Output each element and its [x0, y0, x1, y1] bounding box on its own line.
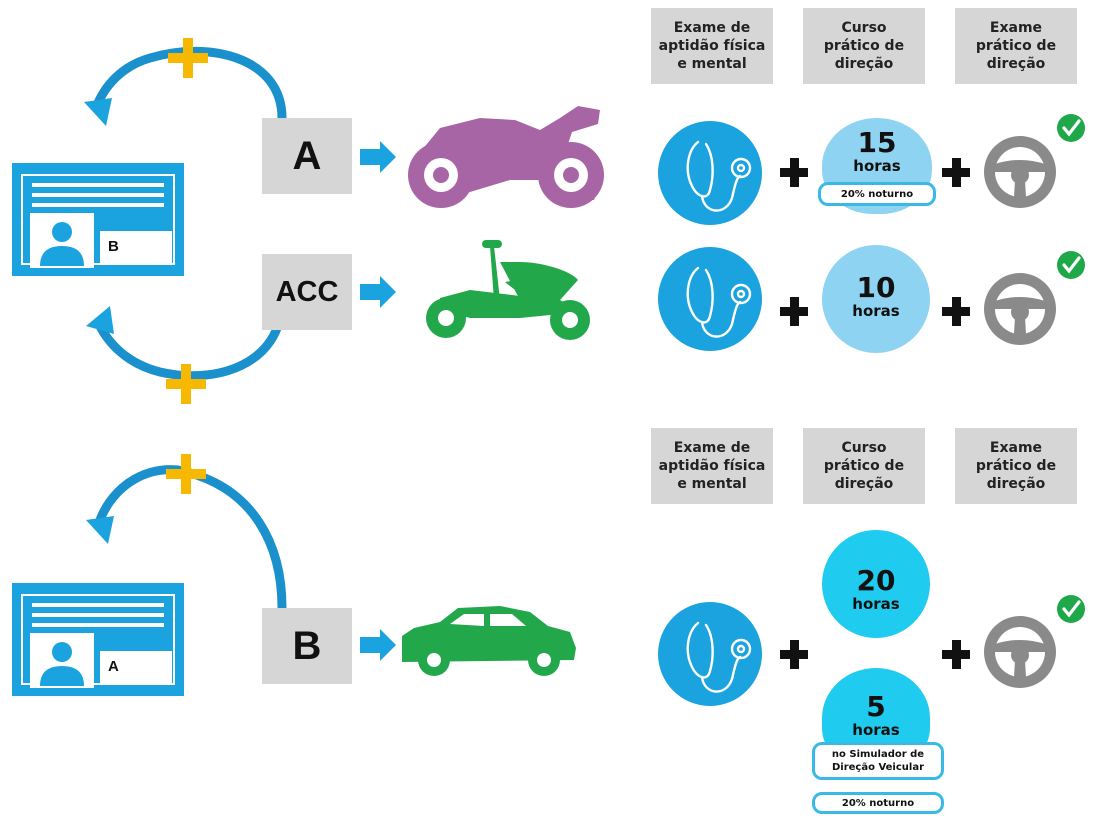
- category-box-acc: ACC: [262, 254, 352, 330]
- header-driving-test: Exame prático de direção: [955, 8, 1077, 84]
- hours-value: 10: [856, 271, 896, 304]
- hours-unit: horas: [852, 595, 900, 613]
- plus-icon-yellow: [166, 454, 206, 494]
- header-practical-course: Curso prático de direção: [803, 428, 925, 504]
- license-category-label: B: [108, 238, 119, 255]
- category-box-b: B: [262, 608, 352, 684]
- hours-value: 20: [856, 564, 896, 597]
- hours-circle-acc: 10 horas: [822, 245, 930, 353]
- arrow-right-icon: [360, 141, 396, 173]
- person-icon: [30, 213, 94, 268]
- header-practical-course: Curso prático de direção: [803, 8, 925, 84]
- stethoscope-icon: [686, 140, 752, 212]
- header-medical-exam: Exame de aptidão física e mental: [651, 8, 773, 84]
- medical-exam-b: [658, 602, 762, 706]
- scooter-icon: [426, 240, 590, 340]
- simulator-note-pill: no Simulador de Direção Veicular: [812, 742, 944, 780]
- arc-arrow-top-1: [84, 46, 287, 126]
- category-box-a: A: [262, 118, 352, 194]
- hours-value: 5: [866, 690, 886, 723]
- header-medical-exam: Exame de aptidão física e mental: [651, 428, 773, 504]
- steering-wheel-icon: [984, 616, 1056, 688]
- medical-exam-a: [658, 121, 762, 225]
- stethoscope-icon: [686, 266, 752, 338]
- hours-value: 15: [857, 126, 897, 159]
- check-icon: [1057, 251, 1085, 279]
- hours-unit: horas: [852, 302, 900, 320]
- stethoscope-icon: [686, 621, 752, 693]
- arrow-right-icon: [360, 276, 396, 308]
- medical-exam-acc: [658, 247, 762, 351]
- license-category-label: A: [108, 658, 119, 675]
- check-icon: [1057, 595, 1085, 623]
- steering-wheel-icon: [984, 136, 1056, 208]
- steering-wheel-icon: [984, 273, 1056, 345]
- hours-unit: horas: [853, 157, 901, 175]
- arc-arrow-top-2: [86, 299, 287, 381]
- person-icon: [30, 633, 94, 688]
- license-card-bottom: [12, 583, 184, 696]
- motorcycle-icon: [408, 106, 604, 208]
- night-note-pill: 20% noturno: [812, 792, 944, 814]
- plus-icon-yellow: [168, 38, 208, 78]
- header-driving-test: Exame prático de direção: [955, 428, 1077, 504]
- license-card-top: [12, 163, 184, 276]
- hours-unit: horas: [852, 721, 900, 739]
- check-icon: [1057, 114, 1085, 142]
- car-icon: [402, 606, 576, 676]
- night-note-pill: 20% noturno: [818, 182, 936, 206]
- hours-circle-b: 20 horas: [822, 530, 930, 638]
- plus-icon-yellow: [166, 364, 206, 404]
- plus-icon: [780, 158, 970, 669]
- arrow-right-icon: [360, 629, 396, 661]
